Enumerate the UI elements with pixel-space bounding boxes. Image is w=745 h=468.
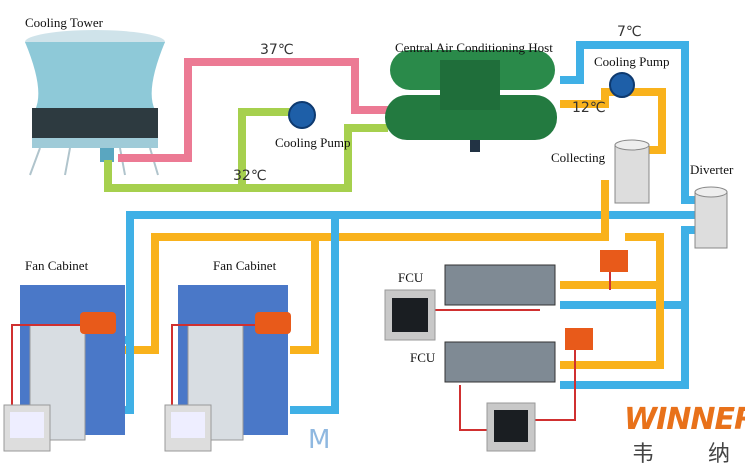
cabinet2-orange [290,237,319,354]
collector [614,139,650,204]
fcu-orange [560,233,664,369]
temp-7: 7℃ [617,24,642,40]
brand-logo: WINNER [624,402,745,437]
thermostat-4[interactable] [486,402,536,452]
fan-cabinet-2-label: Fan Cabinet [213,258,277,273]
cooling-pump-right-label: Cooling Pump [594,54,670,69]
fcu-2-label: FCU [410,350,436,365]
collecting-label: Collecting [551,150,606,165]
diverter-label: Diverter [690,162,734,177]
fcu-unit-1 [444,250,628,306]
thermostat-1[interactable] [3,404,51,452]
thermostat-3[interactable] [384,289,436,341]
fan-cabinet-1-label: Fan Cabinet [25,258,89,273]
hot-pipe [118,58,388,162]
cooling-pump-left-label: Cooling Pump [275,135,351,150]
temp-37: 37℃ [260,42,294,58]
thermostat-2[interactable] [164,404,212,452]
cooling-pump-left-icon [288,101,316,129]
cool-pipe [104,124,388,192]
temp-12: 12℃ [572,100,606,116]
fcu-1-label: FCU [398,270,424,285]
cooling-tower-label: Cooling Tower [25,15,103,30]
cool-pipe-pump [175,108,290,192]
control-wires [11,272,611,431]
temp-32: 32℃ [233,168,267,184]
brand-cn-2: 纳 [708,442,731,467]
cabinet2-blue [290,215,339,414]
cooling-pump-right-icon [609,72,635,98]
central-host [385,50,557,152]
diverter [694,186,728,249]
host-label: Central Air Conditioning Host [395,40,553,55]
main-orange-pipe [120,180,609,354]
chilled-supply-pipe [560,41,700,204]
watermark: M [308,425,331,455]
brand-cn-1: 韦 [632,442,655,467]
chilled-return-pipe [560,88,666,154]
fcu-unit-2 [444,328,593,383]
cooling-tower [25,30,165,176]
